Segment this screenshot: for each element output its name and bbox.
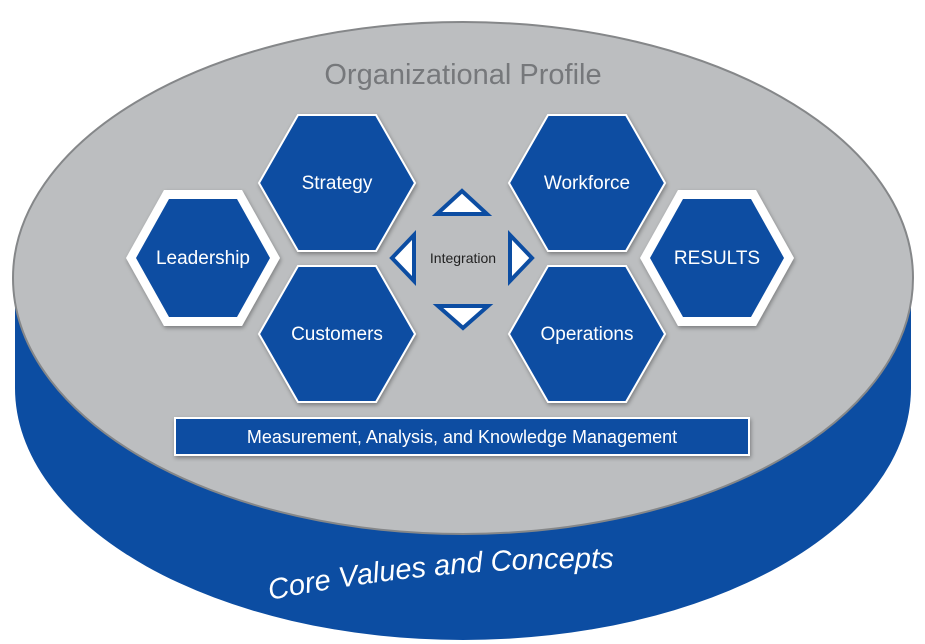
leadership-label: Leadership [156, 248, 250, 269]
arrow-up-icon [431, 188, 493, 216]
results-label: RESULTS [674, 248, 760, 269]
organizational-profile-title: Organizational Profile [324, 59, 601, 91]
operations-label: Operations [541, 324, 634, 345]
hexagon-workforce [507, 114, 667, 252]
hexagon-operations [507, 265, 667, 403]
hexagon-customers [257, 265, 417, 403]
arrow-down-icon [432, 304, 494, 331]
hexagon-strategy [257, 114, 417, 252]
organizational-profile-disc [12, 21, 914, 535]
workforce-label: Workforce [544, 173, 630, 194]
arrow-right-icon [508, 230, 535, 286]
measurement-label: Measurement, Analysis, and Knowledge Man… [247, 427, 677, 447]
customers-label: Customers [291, 324, 383, 345]
measurement-bar [174, 417, 750, 456]
strategy-label: Strategy [302, 173, 373, 194]
integration-label: Integration [430, 250, 496, 266]
arrow-left-icon [389, 230, 416, 286]
